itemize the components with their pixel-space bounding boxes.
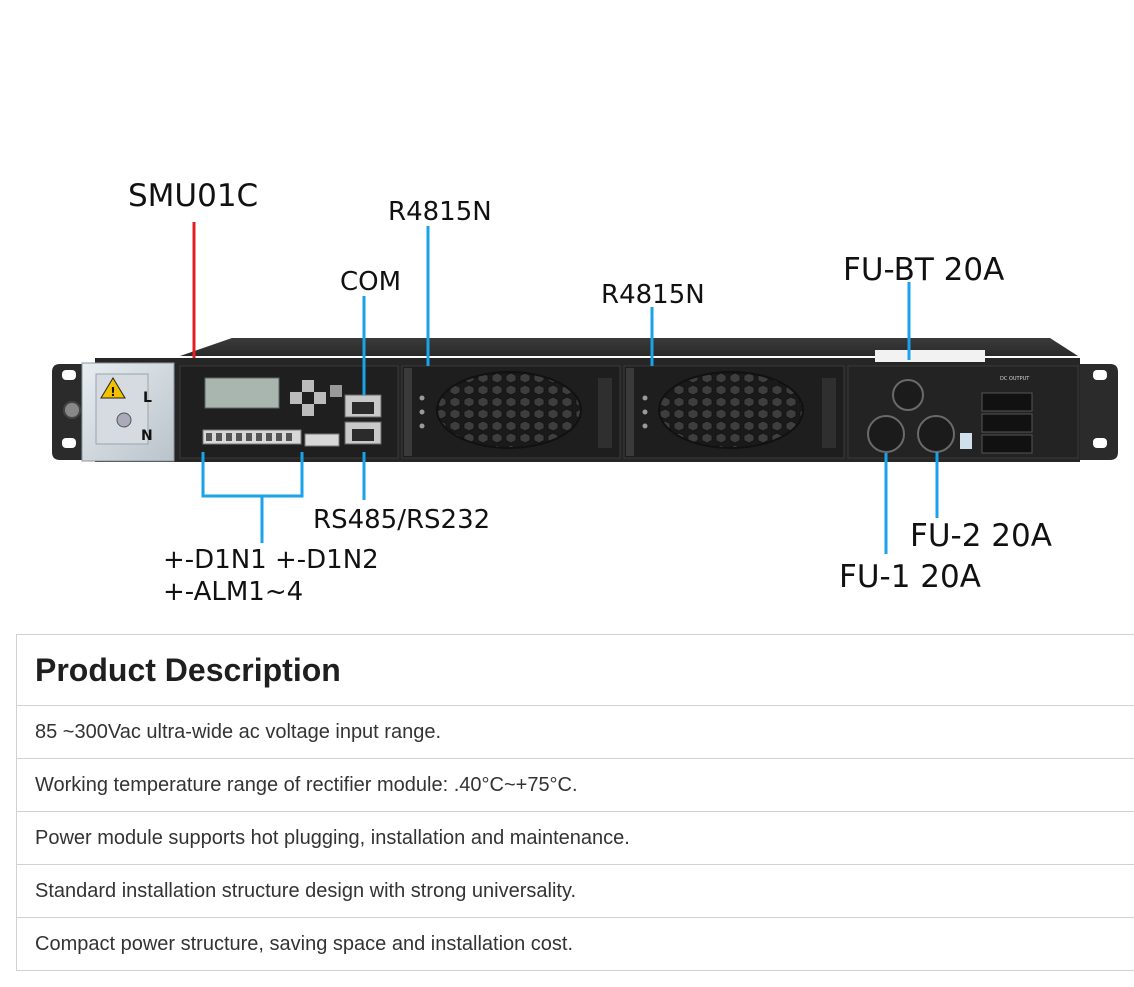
table-row: Power module supports hot plugging, inst… — [16, 811, 1134, 865]
table-header-row: Product Description — [16, 634, 1134, 706]
power-system-diagram: ! L N DC OUTP — [52, 178, 1118, 607]
label-fu-bt: FU-BT 20A — [843, 252, 1004, 288]
svg-text:!: ! — [110, 385, 115, 399]
label-fu-1: FU-1 20A — [839, 559, 981, 595]
rack-ear-hole — [62, 370, 76, 380]
description-item: Power module supports hot plugging, inst… — [16, 811, 1134, 865]
rack-ear-hole — [1093, 370, 1107, 380]
terminal-block — [202, 429, 340, 447]
table-row: Compact power structure, saving space an… — [16, 917, 1134, 971]
key-enter-icon — [330, 385, 342, 397]
fan-grille-icon — [436, 371, 582, 449]
table-row: Working temperature range of rectifier m… — [16, 758, 1134, 812]
key-down-icon — [302, 404, 314, 416]
rack-ear-hole — [1093, 438, 1107, 448]
fan-grille-icon — [658, 371, 804, 449]
key-right-icon — [314, 392, 326, 404]
table-row: Standard installation structure design w… — [16, 864, 1134, 918]
rack-ear-hole — [62, 438, 76, 448]
table-row: 85 ~300Vac ultra-wide ac voltage input r… — [16, 705, 1134, 759]
label-rectifier-1: R4815N — [388, 197, 492, 227]
label-alm: +-ALM1~4 — [163, 577, 303, 607]
description-item: Compact power structure, saving space an… — [16, 917, 1134, 971]
label-rs485-rs232: RS485/RS232 — [313, 505, 490, 535]
label-com: COM — [340, 267, 401, 297]
fuse-1-icon — [867, 415, 905, 453]
product-description-table: Product Description 85 ~300Vac ultra-wid… — [16, 634, 1134, 971]
warning-triangle-icon — [100, 377, 126, 399]
key-up-icon — [302, 380, 314, 392]
com-ports — [344, 394, 382, 445]
label-din: +-D1N1 +-D1N2 — [163, 545, 379, 575]
description-item: Working temperature range of rectifier m… — [16, 758, 1134, 812]
lcd-screen — [204, 377, 280, 409]
phase-l-label: L — [143, 390, 152, 406]
fuse-2-icon — [917, 415, 955, 453]
chassis-top — [180, 338, 1078, 356]
key-left-icon — [290, 392, 302, 404]
dc-output-label: DC OUTPUT — [1000, 376, 1030, 382]
label-smu01c: SMU01C — [128, 178, 258, 214]
product-description-title: Product Description — [16, 634, 1134, 706]
description-item: Standard installation structure design w… — [16, 864, 1134, 918]
ground-screw-icon — [63, 401, 81, 419]
label-rectifier-2: R4815N — [601, 280, 705, 310]
fuse-bt-icon — [892, 379, 924, 411]
callout-bracket-din — [201, 452, 304, 498]
rack-ear-right — [1078, 364, 1118, 460]
phase-n-label: N — [141, 428, 153, 444]
label-fu-2: FU-2 20A — [910, 518, 1052, 554]
description-item: 85 ~300Vac ultra-wide ac voltage input r… — [16, 705, 1134, 759]
